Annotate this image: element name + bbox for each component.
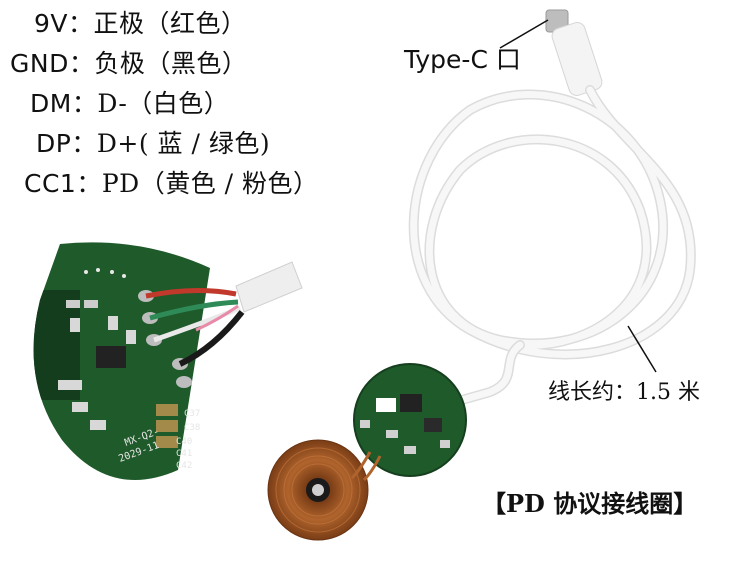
pcb-pad [84, 300, 98, 308]
pcb-pad [90, 420, 106, 430]
copper-coil [267, 439, 369, 541]
wire-green [149, 299, 239, 321]
cable-sleeve [235, 261, 303, 313]
pcb-pad [108, 316, 118, 330]
wire-red [145, 287, 237, 299]
silkscreen-c40: C40 [176, 437, 192, 447]
leader-line-type-c [499, 19, 549, 49]
small-pcb-label [376, 398, 396, 412]
pcb-capacitor [156, 404, 178, 416]
small-pcb [350, 363, 467, 482]
pcb-pad [126, 330, 136, 344]
wire-pink [195, 304, 239, 332]
silkscreen-c37: C37 [184, 409, 200, 419]
pcb-pad [72, 402, 88, 412]
type-c-plug-housing [551, 22, 603, 96]
pcb-pad [70, 318, 80, 332]
pcb-pad [58, 380, 82, 390]
silkscreen-c41: C41 [176, 449, 192, 459]
type-c-label: Type-C 口 [404, 45, 521, 74]
pcb-capacitor [156, 420, 178, 432]
pcb-capacitor [156, 436, 178, 448]
silkscreen-c42: C42 [176, 461, 192, 471]
cable-tail [458, 341, 524, 404]
pin-row-gnd: GND：负极（黑色） [10, 49, 248, 78]
pin-row-dm: DM：D-（白色） [30, 89, 230, 118]
cable-loop [410, 86, 695, 358]
pcb-chip [96, 346, 126, 368]
pcb-closeup: C37 C38 C40 C41 C42 MX-Q2- 2029-11 [33, 242, 303, 480]
leader-line-cable-length [627, 325, 657, 373]
pin-row-cc1: CC1：PD（黄色 / 粉色） [24, 169, 319, 198]
pcb-pad [66, 300, 80, 308]
coil-lead [362, 455, 382, 482]
small-pcb-chip [424, 418, 442, 432]
coil-lead [350, 451, 372, 480]
pin-row-dp: DP：D+( 蓝 / 绿色) [36, 129, 271, 158]
small-pcb-board [353, 363, 467, 477]
cable-length-label: 线长约：1.5 米 [548, 380, 700, 405]
wire-black [178, 310, 245, 367]
solder-pad-extra [176, 376, 192, 388]
small-pcb-chip [400, 394, 422, 412]
protocol-label: 【PD 协议接线圈】 [482, 489, 698, 518]
cable-coil [408, 9, 696, 405]
pin-row-9v: 9V：正极（红色） [34, 9, 247, 38]
silkscreen-c38: C38 [184, 423, 200, 433]
